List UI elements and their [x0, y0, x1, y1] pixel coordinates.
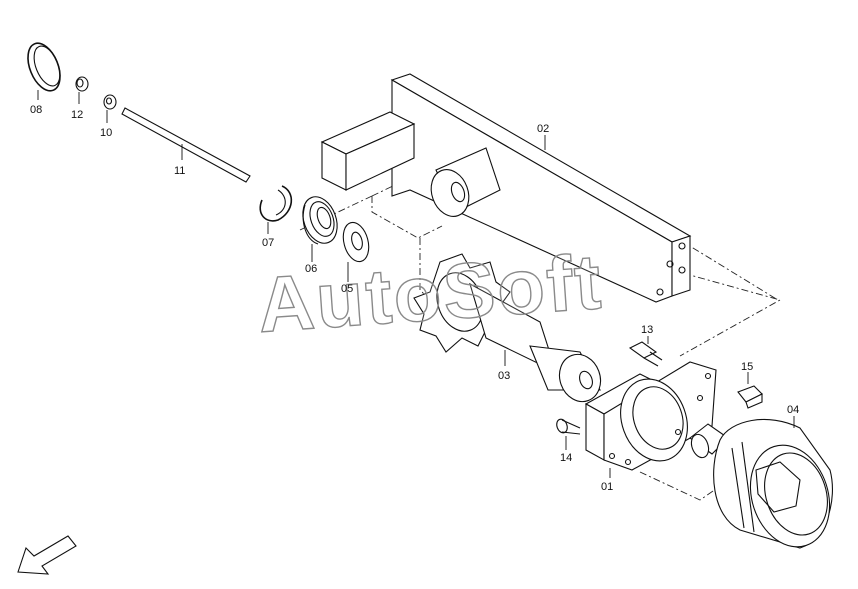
- ring-08-part: [27, 42, 61, 100]
- label-03: 03: [498, 370, 510, 382]
- label-10: 10: [100, 127, 112, 139]
- bearing-06-part: [302, 196, 338, 262]
- motor-04-part: [689, 416, 833, 549]
- plug-15-part: [737, 372, 763, 409]
- frame-02-part: [320, 73, 692, 303]
- label-07: 07: [262, 237, 274, 249]
- watermark-text: AutoSoft: [255, 237, 606, 349]
- label-04: 04: [787, 404, 799, 416]
- pin-11-part: [121, 107, 251, 183]
- washer-05-part: [342, 221, 370, 282]
- label-06: 06: [305, 263, 317, 275]
- label-13: 13: [641, 324, 653, 336]
- part-labels: 08 12 10 11 02 07 06 05 13 03 15 04 14 0…: [30, 104, 799, 493]
- label-02: 02: [537, 123, 549, 135]
- label-11: 11: [174, 165, 185, 177]
- label-05: 05: [341, 283, 353, 295]
- label-01: 01: [601, 481, 613, 493]
- washer-10-part: [103, 94, 117, 123]
- label-14: 14: [560, 452, 572, 464]
- screw-13-part: [628, 336, 663, 367]
- bushing-12-part: [75, 76, 89, 104]
- label-12: 12: [71, 109, 83, 121]
- screw-14-part: [556, 418, 581, 450]
- label-15: 15: [741, 361, 753, 373]
- housing-01-part: [584, 361, 717, 478]
- shaft-03-part: [413, 253, 602, 403]
- label-08: 08: [30, 104, 42, 116]
- snap-ring-07-part: [259, 185, 293, 234]
- direction-arrow-icon: [17, 535, 77, 575]
